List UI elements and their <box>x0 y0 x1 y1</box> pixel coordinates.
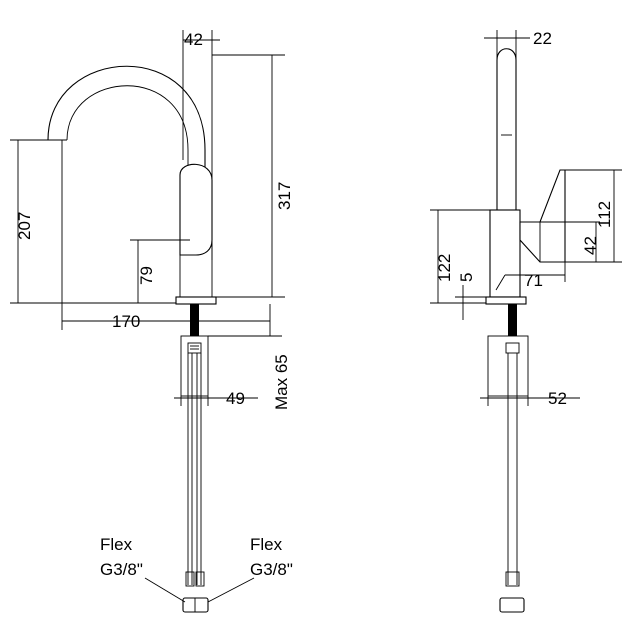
side-spout <box>496 48 517 211</box>
dim-reach: 170 <box>112 312 140 331</box>
nut <box>187 342 202 354</box>
dim-spout-height: 207 <box>15 212 34 240</box>
dim-body-height: 122 <box>435 254 454 282</box>
dim-side-shank-width: 52 <box>548 389 567 408</box>
threaded-shank <box>190 304 199 336</box>
dim-max-deck: Max 65 <box>272 354 291 410</box>
dim-base-gap: 5 <box>457 273 476 282</box>
base-plate <box>175 296 217 305</box>
spout-gooseneck-inner <box>66 85 189 172</box>
dim-side-spout-width: 22 <box>533 29 552 48</box>
side-threaded-shank <box>508 304 517 336</box>
hose-connector <box>182 597 209 613</box>
dim-lever-height: 79 <box>137 266 156 285</box>
side-hose-connector <box>499 597 525 613</box>
thread-right-label: G3/8" <box>250 560 293 579</box>
side-body <box>489 209 521 298</box>
front-view: 42 317 207 79 170 Max 65 49 Flex G3/8" F… <box>10 30 294 613</box>
side-view: 22 112 42 122 5 71 52 <box>430 29 622 613</box>
dim-handle-height: 112 <box>595 201 614 228</box>
flex-left-label: Flex <box>100 535 133 554</box>
thread-left-label: G3/8" <box>100 560 143 579</box>
leader-left <box>144 577 186 603</box>
dim-total-height: 317 <box>275 182 294 210</box>
spout-gooseneck <box>47 65 206 175</box>
dim-spout-top: 42 <box>184 30 203 49</box>
dim-lever-projection: 71 <box>524 271 543 290</box>
side-lever <box>519 169 566 263</box>
mounting-block <box>180 335 209 397</box>
dim-lever-offset: 42 <box>581 236 600 255</box>
leader-right <box>207 577 255 603</box>
side-base-plate <box>485 296 527 305</box>
tap-body <box>179 163 213 256</box>
dim-shank-width: 49 <box>226 389 245 408</box>
flex-right-label: Flex <box>250 535 283 554</box>
